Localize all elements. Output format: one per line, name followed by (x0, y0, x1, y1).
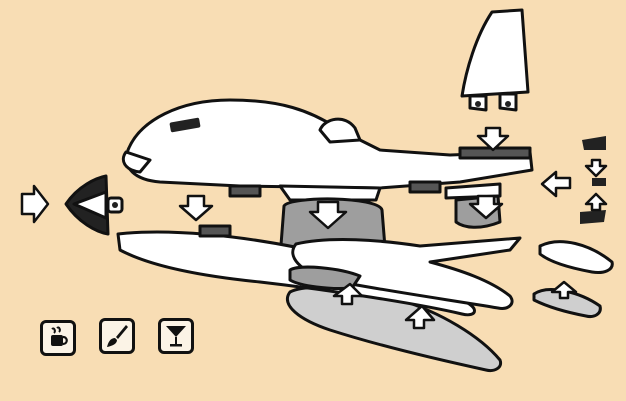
mug-tool-button[interactable] (40, 320, 76, 356)
cocktail-glass-icon (163, 323, 189, 349)
nose-cone[interactable] (66, 176, 122, 234)
arrow-down-icon (586, 160, 606, 176)
brush-tool-button[interactable] (99, 318, 135, 354)
tail-fin[interactable] (462, 10, 528, 110)
arrow-right-icon (22, 186, 48, 222)
arrow-left-icon (542, 172, 570, 196)
cocktail-glass-tool-button[interactable] (158, 318, 194, 354)
brush-icon (104, 323, 130, 349)
arrow-down-icon (180, 196, 212, 220)
mug-icon (45, 325, 71, 351)
arrow-up-icon (586, 194, 606, 210)
fuselage[interactable] (123, 100, 532, 196)
horizontal-stabilizer-right[interactable] (534, 242, 612, 317)
